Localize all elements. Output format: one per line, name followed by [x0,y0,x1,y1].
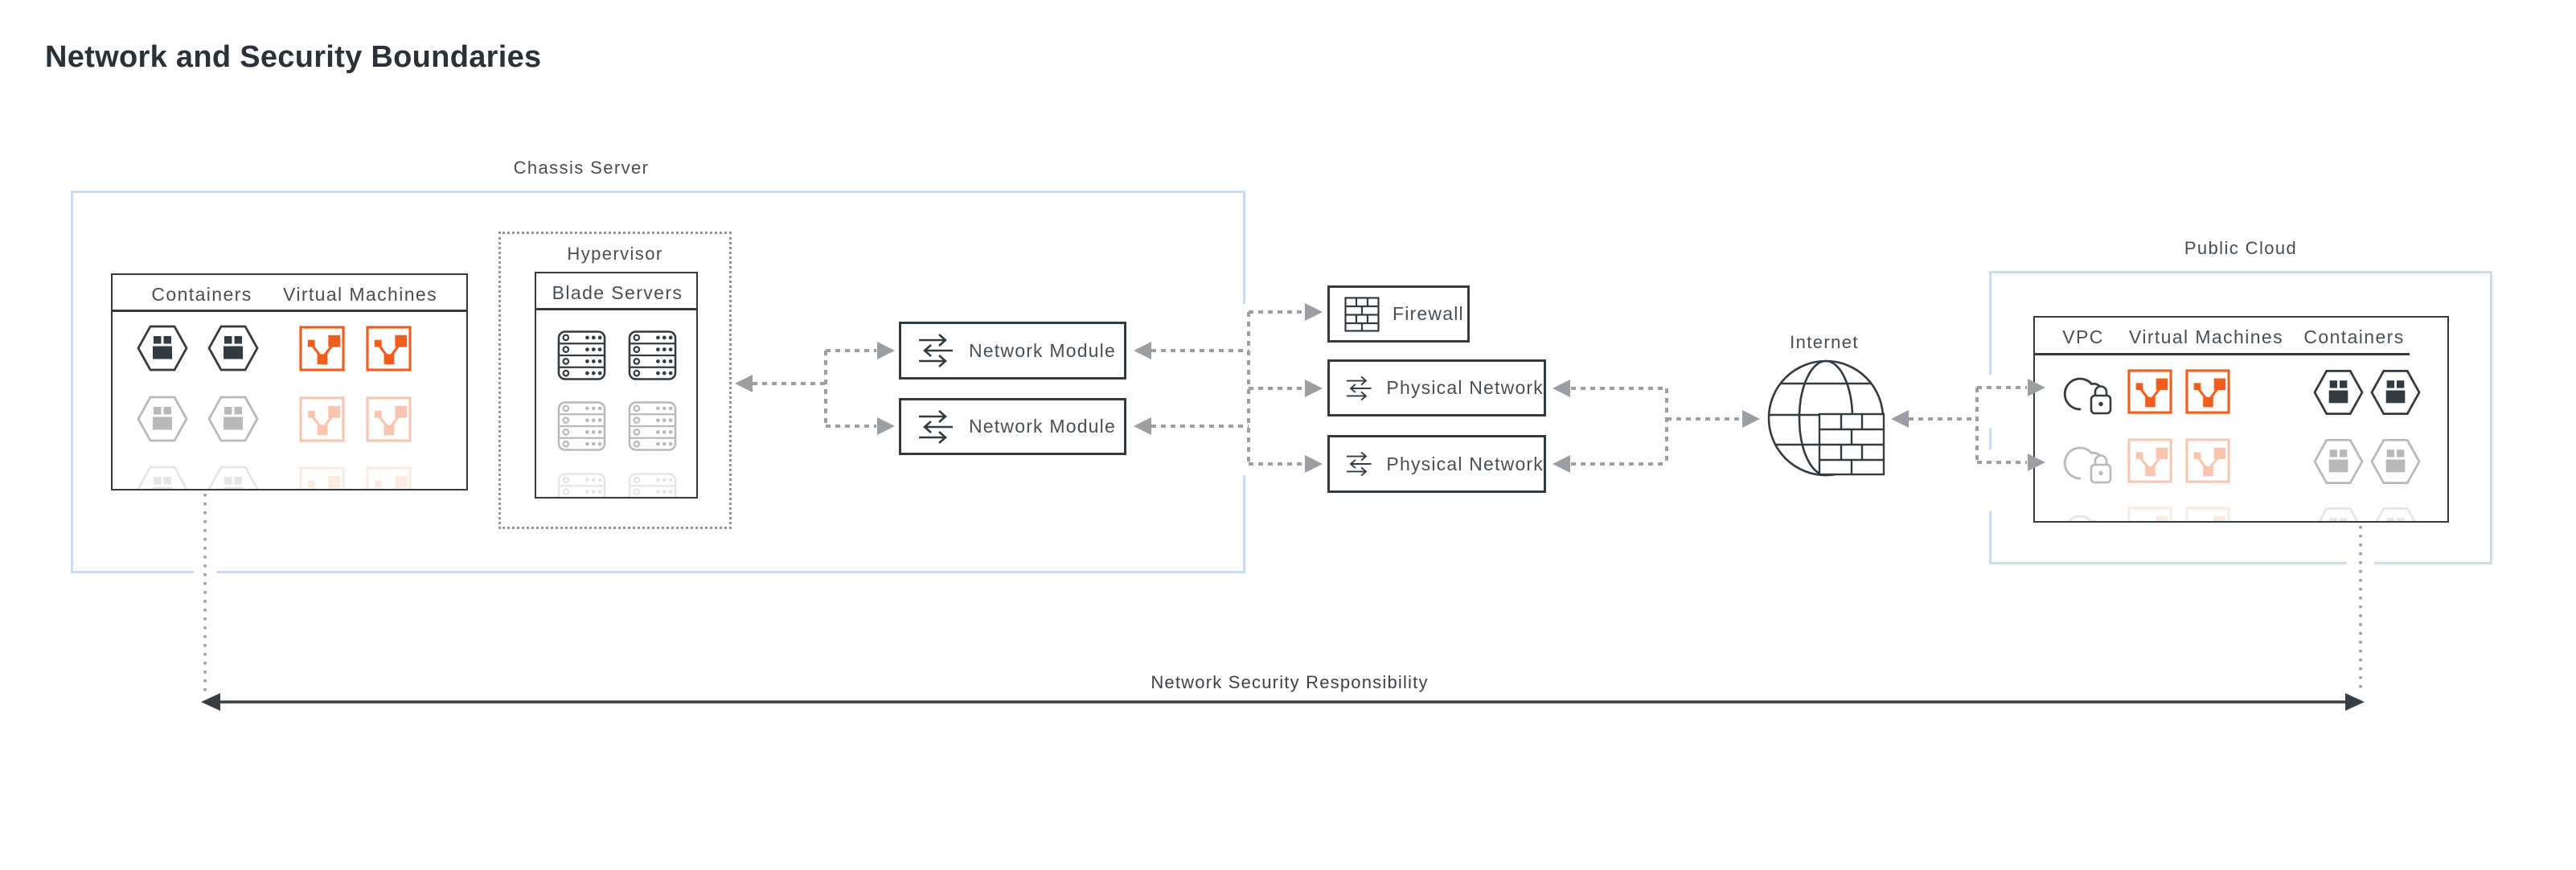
blade-server-icon [557,330,606,381]
vpc-header: VPC [2062,326,2104,347]
brick-wall-icon [1344,297,1380,332]
public-cloud-label: Public Cloud [2184,238,2298,258]
blade-server-icon [628,330,677,381]
blade-server-icon [557,400,606,452]
exchange-arrows-icon [916,408,956,445]
globe-firewall-icon [1767,359,1885,477]
container-icon [207,325,259,371]
container-icon [2313,507,2364,523]
vm-icon [2185,369,2230,414]
network-module-1-box: Network Module [899,322,1126,380]
virtual-machines-header: Virtual Machines [282,284,438,305]
blade-server-icon [628,472,677,499]
container-icon [137,325,188,371]
blade-servers-title: Blade Servers [552,282,683,303]
vm-icon [299,326,345,371]
physical-network-2-box: Physical Network [1327,435,1546,493]
chassis-server-label: Chassis Server [513,158,650,178]
hypervisor-label: Hypervisor [567,244,663,264]
vm-icon [366,396,412,442]
responsibility-label: Network Security Responsibility [1151,672,1429,692]
firewall-box: Firewall [1327,285,1470,343]
vm-icon [366,466,412,490]
public-cloud-panel-header: VPC Virtual Machines Containers [2035,318,2447,354]
blade-servers-header: Blade Servers [536,273,696,310]
exchange-arrows-icon [916,332,956,369]
vm-icon [2127,369,2172,414]
physical-network-1-box: Physical Network [1327,359,1546,417]
container-icon [207,466,259,490]
physical-network-2-label: Physical Network [1386,453,1544,474]
exchange-arrows-icon [1344,370,1373,407]
exchange-arrows-icon [1344,445,1373,482]
header-divider [2035,353,2410,355]
blade-server-icon [628,400,677,452]
blade-servers-panel: Blade Servers [535,272,698,499]
container-icon [2370,438,2421,485]
container-icon [207,396,259,442]
container-icon [2313,369,2364,416]
header-divider [113,310,466,312]
blade-server-icon [557,472,606,499]
vm-icon [2185,438,2230,483]
containers-header: Containers [151,284,252,305]
firewall-label: Firewall [1393,303,1464,324]
header-divider [536,308,696,310]
vm-icon [2127,438,2172,483]
cloud-lock-icon [2056,437,2114,488]
page-title: Network and Security Boundaries [45,40,542,74]
network-module-1-label: Network Module [969,339,1116,361]
physical-network-1-label: Physical Network [1386,377,1544,398]
public-cloud-panel: VPC Virtual Machines Containers [2033,316,2449,523]
internet-label: Internet [1790,332,1859,352]
vm-icon [299,396,345,442]
container-icon [2370,369,2421,416]
network-module-2-label: Network Module [969,416,1116,437]
virtual-machines-header: Virtual Machines [2128,326,2284,347]
workloads-panel-header: Containers Virtual Machines [113,275,466,311]
container-icon [137,466,188,490]
cloud-lock-icon [2056,505,2114,523]
network-module-2-box: Network Module [899,398,1126,455]
responsibility-arrow [201,693,2365,711]
containers-header: Containers [2303,326,2405,347]
vm-icon [366,326,412,371]
container-icon [2313,438,2364,485]
chassis-workloads-panel: Containers Virtual Machines [111,273,468,490]
vm-icon [2127,507,2172,523]
cloud-lock-icon [2056,367,2114,419]
container-icon [2370,507,2421,523]
container-icon [137,396,188,442]
vm-icon [2185,507,2230,523]
vm-icon [299,466,345,490]
